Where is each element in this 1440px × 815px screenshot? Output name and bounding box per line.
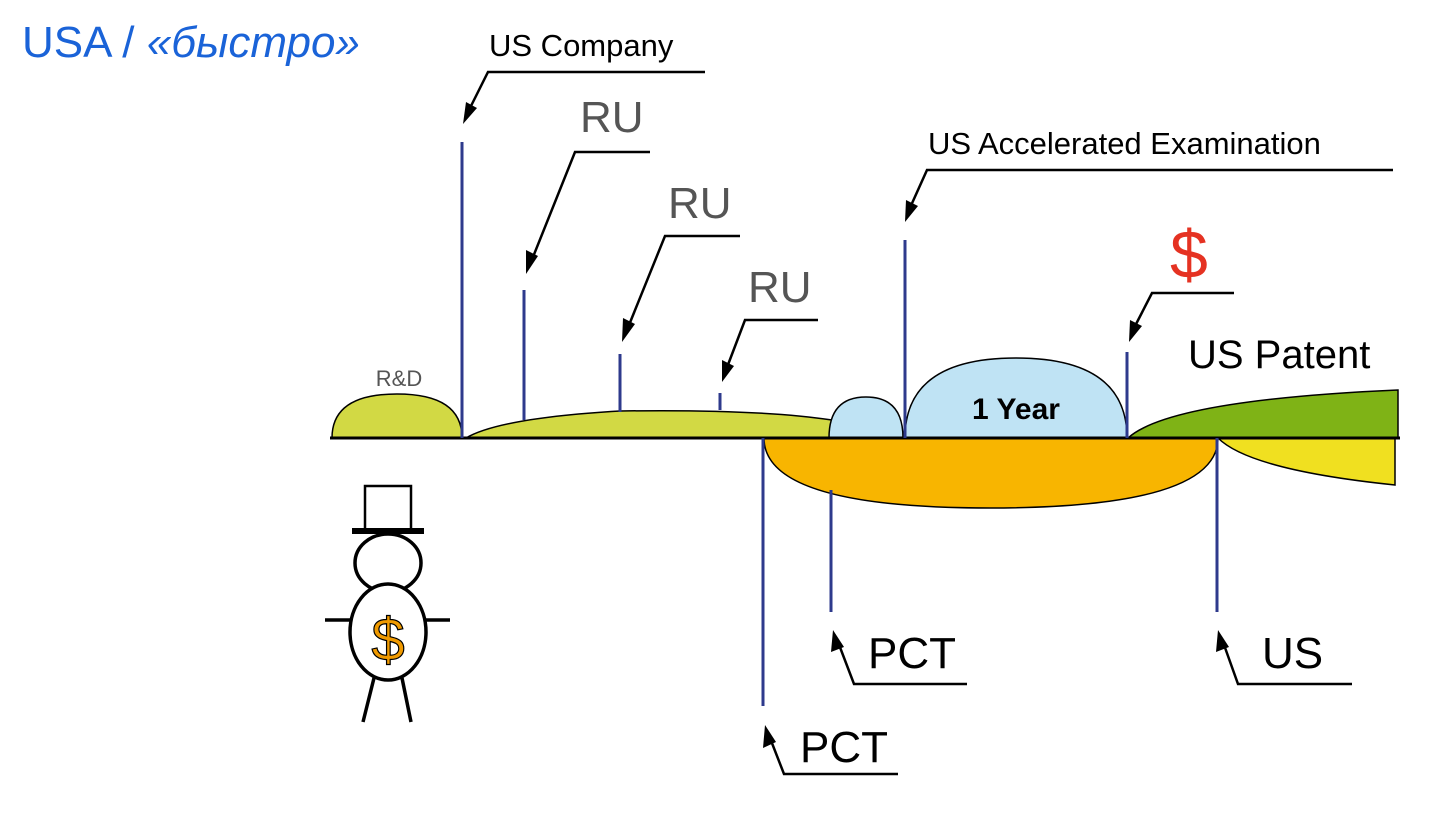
callout-pct-1 [768, 737, 898, 776]
us-national-band [1216, 437, 1396, 486]
label-ru-3: RU [748, 263, 812, 312]
callout-ru-3 [724, 318, 818, 371]
figure-dollar: $ [371, 606, 404, 673]
label-rd: R&D [376, 366, 422, 391]
top-hat-money-man-icon [325, 484, 450, 723]
pct-period-band [763, 437, 1219, 509]
callout-us [1221, 641, 1352, 686]
title-main: USA / [22, 18, 147, 67]
arrow-pointer-icon [1129, 320, 1142, 342]
label-one-year: 1 Year [972, 393, 1060, 426]
arrow-pointer-icon [722, 360, 734, 382]
title-accent: «быстро» [146, 18, 360, 67]
label-ru-1: RU [580, 93, 644, 142]
callout-us-company [466, 70, 705, 113]
callout-ru-1 [529, 150, 650, 263]
label-us-patent: US Patent [1188, 333, 1370, 377]
label-pct-2: PCT [868, 629, 956, 678]
callout-ru-2 [625, 234, 740, 331]
label-pct-1: PCT [800, 723, 888, 772]
us-patent-band [1126, 389, 1399, 439]
arrow-pointer-icon [1216, 630, 1229, 652]
label-us-company: US Company [489, 28, 674, 63]
label-us: US [1262, 629, 1323, 678]
arrow-pointer-icon [622, 318, 635, 342]
exam-small-hump [828, 396, 904, 439]
arrow-pointer-icon [905, 200, 918, 222]
arrow-pointer-icon [831, 630, 844, 652]
page-title: USA / «быстро» [22, 18, 360, 68]
callout-dollar [1131, 291, 1234, 331]
arrow-pointer-icon [463, 102, 477, 124]
exam-year-hump [904, 357, 1128, 439]
callout-pct-2 [836, 641, 967, 686]
label-us-accelerated: US Accelerated Examination [928, 126, 1321, 161]
ru-period-band [463, 409, 833, 439]
arrow-pointer-icon [763, 725, 776, 748]
label-ru-2: RU [668, 179, 732, 228]
arrow-pointer-icon [526, 250, 538, 274]
rd-hump [331, 393, 463, 439]
callout-us-accelerated [907, 168, 1393, 211]
label-dollar: $ [1170, 217, 1208, 293]
